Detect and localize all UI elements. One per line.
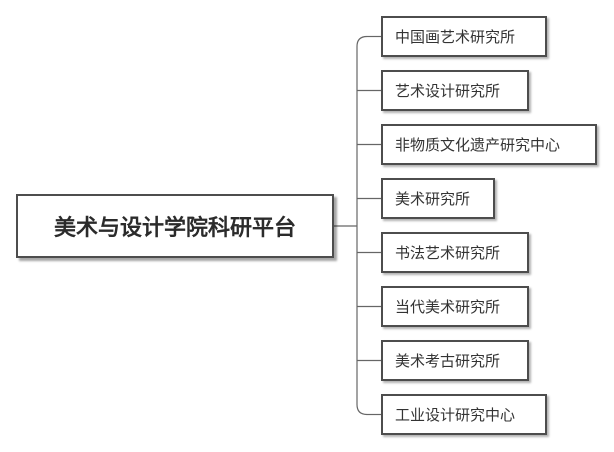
child-node-label: 艺术设计研究所: [395, 82, 501, 100]
child-node-label: 工业设计研究中心: [395, 406, 516, 424]
root-node-label: 美术与设计学院科研平台: [53, 216, 296, 241]
child-node-calligraphy[interactable]: 书法艺术研究所: [381, 232, 529, 273]
child-node-label: 书法艺术研究所: [395, 244, 501, 262]
child-node-label: 美术考古研究所: [395, 352, 501, 370]
child-node-chinese-painting[interactable]: 中国画艺术研究所: [381, 16, 547, 57]
child-node-label: 当代美术研究所: [395, 298, 501, 316]
child-node-art-design[interactable]: 艺术设计研究所: [381, 70, 529, 111]
trunk-line: [356, 35, 368, 416]
child-node-industrial-design[interactable]: 工业设计研究中心: [381, 394, 547, 435]
root-node[interactable]: 美术与设计学院科研平台: [16, 194, 334, 258]
child-node-intangible-heritage[interactable]: 非物质文化遗产研究中心: [381, 124, 597, 165]
child-node-label: 非物质文化遗产研究中心: [395, 136, 561, 154]
child-node-label: 美术研究所: [395, 190, 471, 208]
child-node-fine-arts[interactable]: 美术研究所: [381, 178, 495, 219]
child-node-label: 中国画艺术研究所: [395, 28, 516, 46]
child-node-contemporary-art[interactable]: 当代美术研究所: [381, 286, 529, 327]
child-node-art-archaeology[interactable]: 美术考古研究所: [381, 340, 529, 381]
